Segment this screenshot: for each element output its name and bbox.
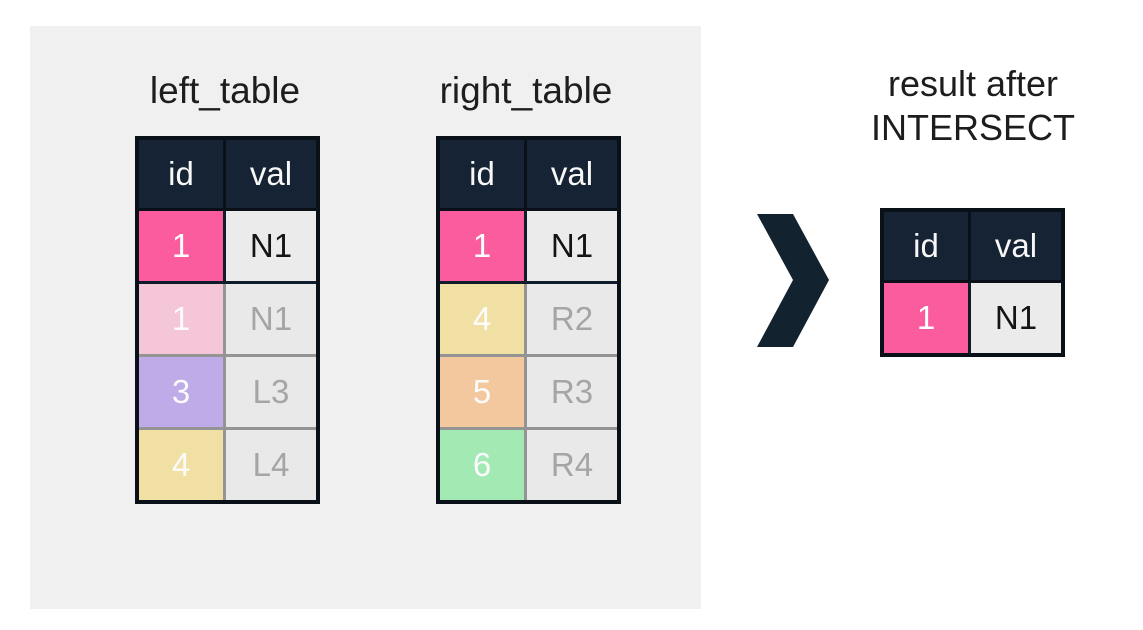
val-cell: L3 — [223, 354, 320, 430]
chevron-right-shape — [757, 214, 829, 347]
val-cell: R2 — [524, 281, 621, 357]
id-cell: 1 — [135, 208, 226, 284]
left-table: id val 1 N1 1 N1 3 L3 4 L4 — [135, 136, 320, 504]
table-row: 4 L4 — [135, 427, 320, 504]
table-row: 3 L3 — [135, 354, 320, 430]
id-cell: 1 — [436, 208, 527, 284]
left-table-title: left_table — [149, 70, 301, 111]
left-table-header-row: id val — [135, 136, 320, 211]
chevron-right-icon — [757, 214, 829, 347]
val-cell: N1 — [524, 208, 621, 284]
id-cell: 1 — [880, 280, 971, 357]
result-table: id val 1 N1 — [880, 208, 1065, 357]
right-column-header-id: id — [436, 136, 527, 211]
table-row: 1 N1 — [135, 281, 320, 357]
result-title-line2: INTERSECT — [870, 107, 1076, 148]
val-cell: L4 — [223, 427, 320, 504]
val-cell: N1 — [968, 280, 1065, 357]
table-row: 1 N1 — [880, 280, 1065, 357]
id-cell: 6 — [436, 427, 527, 504]
result-column-header-val: val — [968, 208, 1065, 283]
id-cell: 3 — [135, 354, 226, 430]
id-cell: 1 — [135, 281, 226, 357]
result-column-header-id: id — [880, 208, 971, 283]
table-row: 1 N1 — [135, 208, 320, 284]
id-cell: 4 — [436, 281, 527, 357]
result-title: result after INTERSECT — [871, 62, 1075, 150]
val-cell: R3 — [524, 354, 621, 430]
right-table: id val 1 N1 4 R2 5 R3 6 R4 — [436, 136, 621, 504]
right-table-title: right_table — [439, 70, 613, 111]
val-cell: N1 — [223, 281, 320, 357]
left-column-header-val: val — [223, 136, 320, 211]
table-row: 1 N1 — [436, 208, 621, 284]
right-column-header-val: val — [524, 136, 621, 211]
table-row: 4 R2 — [436, 281, 621, 357]
result-title-line1: result after — [887, 63, 1059, 104]
id-cell: 5 — [436, 354, 527, 430]
val-cell: R4 — [524, 427, 621, 504]
table-row: 6 R4 — [436, 427, 621, 504]
id-cell: 4 — [135, 427, 226, 504]
table-row: 5 R3 — [436, 354, 621, 430]
result-table-header-row: id val — [880, 208, 1065, 283]
right-table-header-row: id val — [436, 136, 621, 211]
left-column-header-id: id — [135, 136, 226, 211]
val-cell: N1 — [223, 208, 320, 284]
